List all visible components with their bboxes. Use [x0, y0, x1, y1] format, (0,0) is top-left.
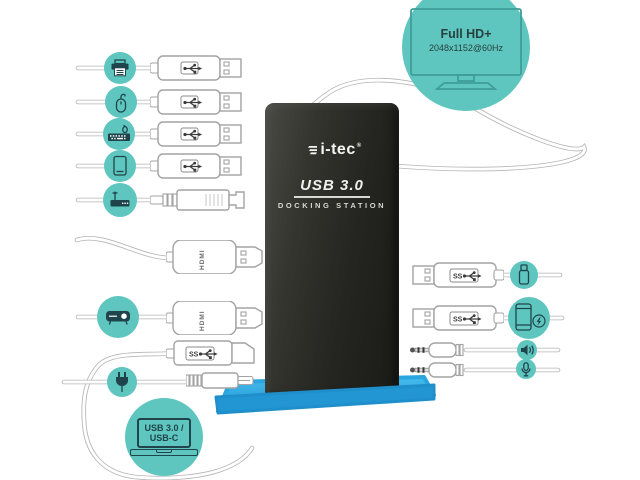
- speaker-icon: [520, 344, 534, 356]
- ethernet-rj45-plug: [150, 189, 245, 211]
- power-badge: [107, 367, 137, 397]
- keyboard-badge: [103, 118, 135, 150]
- product-name: USB 3.0: [294, 177, 370, 198]
- printer-badge: [104, 52, 136, 84]
- monitor-resolution-badge: Full HD+ 2048x1152@60Hz: [402, 0, 530, 111]
- host-port-label-line2: USB-C: [149, 433, 179, 443]
- usb-a-3-plug: SS: [412, 262, 504, 288]
- router-badge: [103, 183, 137, 217]
- keyboard-icon: [108, 124, 130, 141]
- audio-jack-plug: [410, 362, 464, 378]
- dc-power-plug: [186, 372, 254, 389]
- audio-jack-plug: [410, 342, 464, 358]
- tablet-icon: [113, 155, 127, 176]
- superspeed-label: SS: [453, 317, 463, 324]
- monitor-resolution-subtitle: 2048x1152@60Hz: [429, 43, 504, 53]
- mouse-icon: [115, 93, 127, 113]
- superspeed-label: SS: [189, 352, 199, 359]
- wing-logo-icon: [308, 146, 318, 155]
- brand-name: i-tec: [320, 141, 356, 158]
- smartphone-badge: [508, 297, 550, 339]
- printer-icon: [111, 58, 129, 76]
- usb-a-3-plug: SS: [412, 305, 504, 331]
- laptop-icon: USB 3.0 / USB-C: [130, 417, 198, 457]
- host-port-label-line1: USB 3.0 /: [144, 422, 184, 433]
- usb-a-plug: [150, 55, 242, 81]
- monitor-icon: Full HD+ 2048x1152@60Hz: [410, 8, 522, 90]
- speaker-badge: [517, 340, 537, 360]
- host-laptop-badge: USB 3.0 / USB-C: [125, 398, 203, 476]
- superspeed-label: SS: [453, 274, 463, 281]
- smartphone-icon: [515, 303, 546, 331]
- hdmi-plug-label: HDMI: [199, 310, 206, 331]
- tablet-badge: [104, 150, 136, 182]
- microphone-badge: [516, 359, 536, 379]
- registered-mark: ®: [356, 143, 362, 149]
- usb-a-plug: [150, 153, 242, 179]
- mouse-badge: [105, 86, 137, 118]
- projector-badge: [97, 296, 139, 338]
- brand-logo: i-tec®: [302, 141, 361, 159]
- flash-drive-icon: [518, 264, 530, 285]
- usb-a-plug: [150, 89, 242, 115]
- hdmi-plug-label: HDMI: [199, 249, 206, 270]
- hdmi-plug: HDMI: [166, 301, 263, 335]
- docking-station: i-tec® USB 3.0 DOCKING STATION: [265, 103, 399, 400]
- product-subtitle: DOCKING STATION: [277, 201, 387, 210]
- hdmi-plug: HDMI: [166, 240, 263, 274]
- flash-drive-badge: [510, 261, 538, 289]
- microphone-icon: [521, 361, 531, 376]
- projector-icon: [106, 311, 130, 325]
- usb-a-plug: [150, 121, 242, 147]
- usb-b-3-plug: SS: [166, 340, 255, 366]
- router-icon: [110, 191, 130, 207]
- monitor-resolution-title: Full HD+: [440, 27, 491, 41]
- power-plug-icon: [116, 372, 128, 392]
